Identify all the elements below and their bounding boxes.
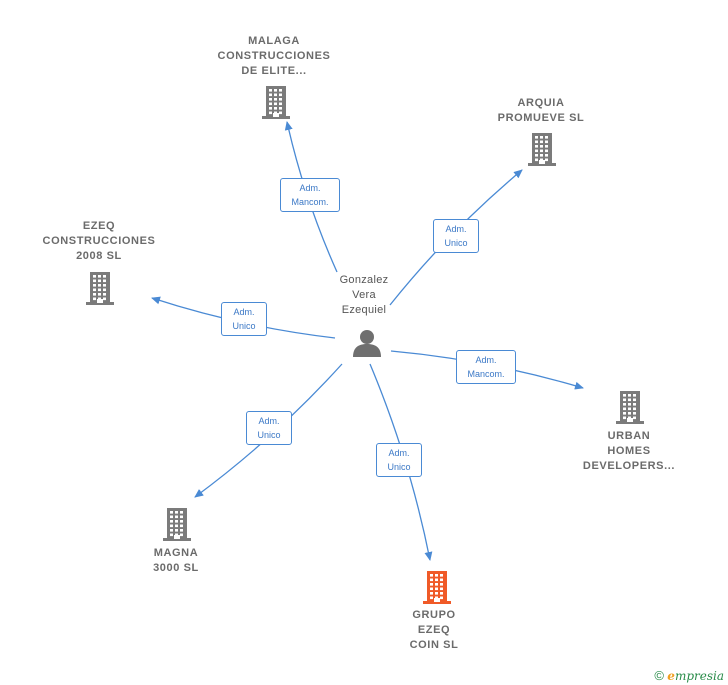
edge-label-magna[interactable]: Adm. Unico bbox=[246, 411, 292, 445]
company-label-arquia[interactable]: ARQUIA PROMUEVE SL bbox=[497, 97, 585, 124]
edge-label-grupo[interactable]: Adm. Unico bbox=[376, 443, 422, 477]
person-name[interactable]: Gonzalez Vera Ezequiel bbox=[339, 274, 389, 316]
edge-label-ezeq2008[interactable]: Adm. Unico bbox=[221, 302, 267, 336]
company-label-urban[interactable]: URBAN HOMES DEVELOPERS... bbox=[582, 430, 676, 472]
building-icon[interactable] bbox=[84, 270, 116, 306]
building-icon[interactable] bbox=[614, 389, 646, 425]
empresia-watermark: © empresia bbox=[654, 668, 724, 683]
person-icon[interactable] bbox=[351, 329, 383, 357]
building-icon[interactable] bbox=[526, 131, 558, 167]
company-label-grupo[interactable]: GRUPO EZEQ COIN SL bbox=[409, 609, 459, 651]
building-icon[interactable] bbox=[260, 84, 292, 120]
edge-label-arquia[interactable]: Adm. Unico bbox=[433, 219, 479, 253]
edge-label-malaga[interactable]: Adm. Mancom. bbox=[280, 178, 340, 212]
building-icon[interactable] bbox=[421, 569, 453, 605]
building-icon[interactable] bbox=[161, 506, 193, 542]
company-label-ezeq2008[interactable]: EZEQ CONSTRUCCIONES 2008 SL bbox=[42, 220, 156, 262]
edge-label-urban[interactable]: Adm. Mancom. bbox=[456, 350, 516, 384]
company-label-magna[interactable]: MAGNA 3000 SL bbox=[153, 547, 199, 574]
company-label-malaga[interactable]: MALAGA CONSTRUCCIONES DE ELITE... bbox=[217, 35, 331, 77]
